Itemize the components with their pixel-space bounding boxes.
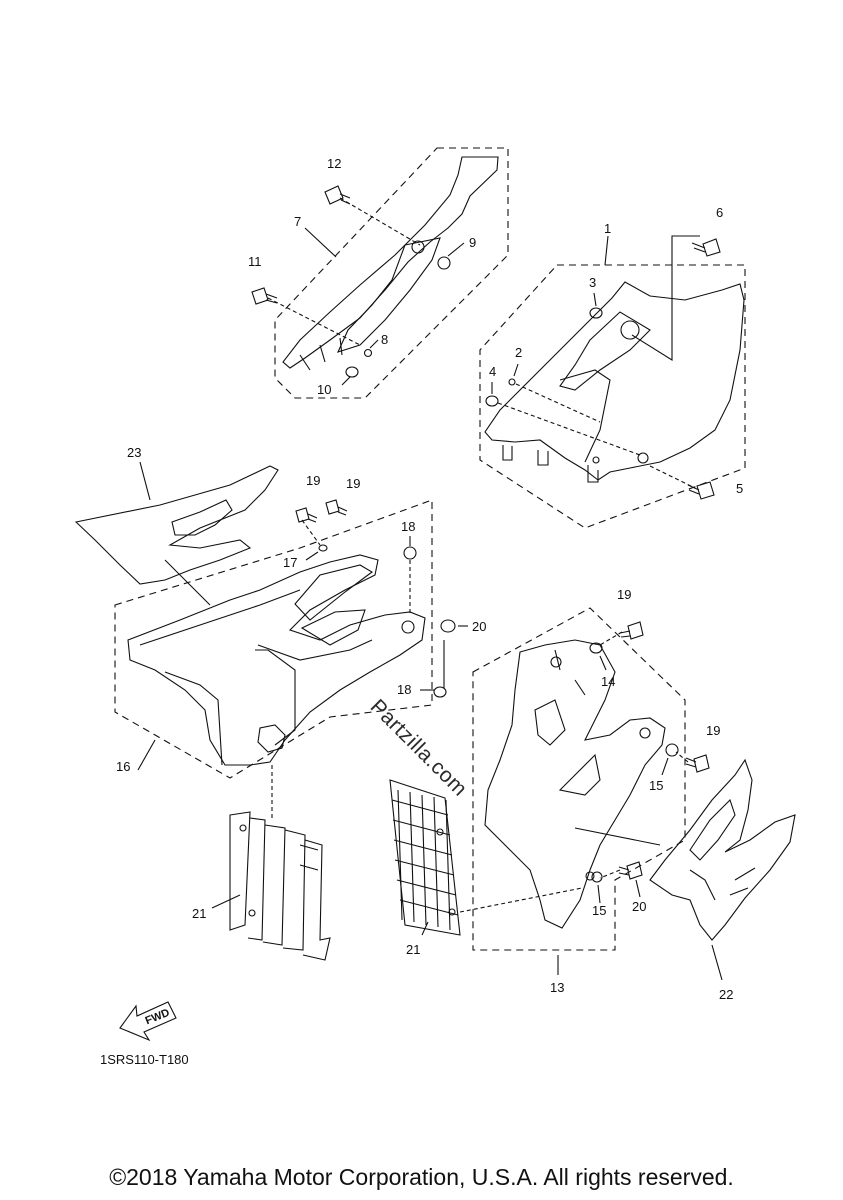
callout-22: 22 [719, 987, 734, 1002]
callout-10: 10 [317, 382, 332, 397]
part-7-cover [282, 156, 499, 371]
callout-19-d: 19 [706, 723, 721, 738]
collar-15-mid-icon [665, 743, 679, 757]
washer-9-icon [437, 256, 451, 270]
leader-15-low [597, 884, 601, 904]
callout-4: 4 [489, 364, 497, 379]
callout-18-top: 18 [401, 519, 416, 534]
collar-15-low-icon [591, 871, 603, 883]
leaders-group-7 [267, 197, 421, 346]
group-7-outline [274, 147, 509, 399]
leader-22-a [574, 827, 661, 846]
group-13-outline [472, 607, 686, 951]
callout-20-top: 20 [472, 619, 487, 634]
part-21-guard-right [389, 779, 461, 936]
bolt-5-icon [687, 481, 715, 500]
leader-16 [137, 739, 156, 771]
damper-18-top-icon [403, 546, 417, 560]
leaders-group-13 [599, 631, 689, 879]
collar-10-icon [345, 366, 359, 378]
part-13-shroud [484, 639, 666, 929]
callout-9: 9 [469, 235, 477, 250]
callout-7: 7 [294, 214, 302, 229]
leader-20-right [635, 879, 641, 898]
leader-15-mid [661, 757, 669, 776]
grommet-4-icon [485, 395, 499, 407]
callout-21-right: 21 [406, 942, 421, 957]
leader-6-line [631, 235, 700, 361]
callout-18-bottom: 18 [397, 682, 412, 697]
leader-17 [305, 551, 319, 561]
bolt-19-right-mid-icon [685, 754, 710, 773]
callout-20-right: 20 [632, 899, 647, 914]
leader-2 [513, 363, 519, 377]
callout-16: 16 [116, 759, 131, 774]
bolt-6-icon [691, 238, 721, 257]
diagram-code: 1SRS110-T180 [100, 1052, 189, 1067]
leader-3 [593, 292, 597, 307]
callout-23: 23 [127, 445, 142, 460]
callout-1: 1 [604, 221, 612, 236]
leaders-group-16 [271, 519, 411, 820]
leader-7 [304, 227, 337, 258]
callout-17: 17 [283, 555, 298, 570]
nut-2-icon [508, 378, 516, 386]
leader-21-right [421, 921, 429, 936]
callout-15-mid: 15 [649, 778, 664, 793]
callout-3: 3 [589, 275, 597, 290]
leader-1 [604, 235, 609, 266]
part-16-shroud [127, 554, 426, 766]
nut-8-icon [363, 348, 373, 358]
callout-19-b: 19 [346, 476, 361, 491]
bolt-20-right-icon [618, 861, 643, 880]
part-22-graphic [649, 758, 796, 941]
group-16-outline [114, 499, 433, 779]
callout-19-a: 19 [306, 473, 321, 488]
leader-23-b [164, 559, 211, 606]
callout-19-c: 19 [617, 587, 632, 602]
leader-9 [447, 242, 465, 257]
callout-8: 8 [381, 332, 389, 347]
bolt-19-left-b-icon [325, 499, 348, 516]
leader-23 [139, 461, 151, 501]
callout-11: 11 [248, 254, 262, 269]
leader-10 [341, 376, 351, 386]
damper-18-bottom-icon [433, 686, 447, 698]
part-21-guard-left [229, 811, 331, 961]
part-23-graphic [74, 465, 279, 585]
bolt-20-top-icon [440, 619, 456, 633]
leader-21-dashed [459, 887, 583, 913]
grommet-3-icon [589, 307, 603, 319]
fwd-arrow-icon [119, 1001, 177, 1042]
part-1-side-cover [484, 281, 745, 483]
leaders-group-1 [497, 383, 696, 489]
callout-14: 14 [601, 674, 616, 689]
leader-8 [369, 339, 379, 349]
callout-13: 13 [550, 980, 565, 995]
callout-12: 12 [327, 156, 342, 171]
collar-17-icon [318, 544, 328, 552]
bolt-19-right-top-icon [619, 621, 644, 640]
leader-21-left [211, 894, 241, 909]
callout-21-left: 21 [192, 906, 207, 921]
callout-6: 6 [716, 205, 724, 220]
leader-14 [599, 655, 607, 671]
copyright-notice: ©2018 Yamaha Motor Corporation, U.S.A. A… [109, 1164, 734, 1190]
group-1-outline [479, 264, 746, 529]
bolt-11-icon [251, 287, 278, 305]
collar-14-icon [589, 642, 603, 654]
bolt-19-left-a-icon [295, 507, 318, 523]
callout-15-low: 15 [592, 903, 607, 918]
callout-2: 2 [515, 345, 523, 360]
callout-5: 5 [736, 481, 744, 496]
leader-22 [711, 944, 723, 981]
